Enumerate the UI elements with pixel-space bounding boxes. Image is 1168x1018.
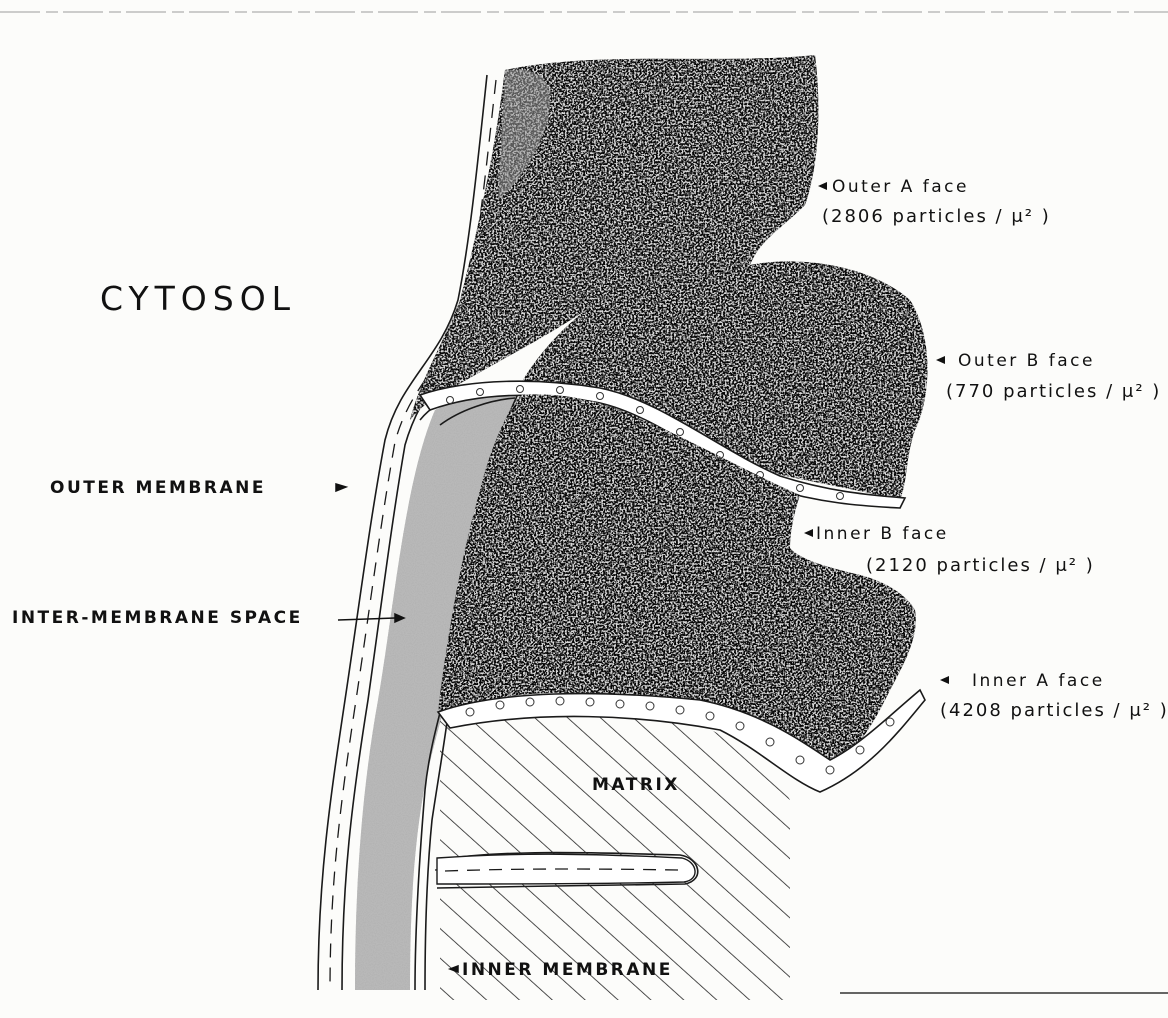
face-label-outer-a: Outer A face (2806 particles / μ² ) <box>818 177 1051 227</box>
face-label-outer-b: Outer B face (770 particles / μ² ) <box>936 351 1161 402</box>
matrix-label: MATRIX <box>592 775 680 795</box>
inner-a-face-count: (4208 particles / μ² ) <box>940 700 1168 721</box>
inner-a-face-name: Inner A face <box>972 671 1105 691</box>
outer-b-face-name: Outer B face <box>958 351 1095 371</box>
inter-membrane-arrow-line <box>338 618 395 620</box>
face-label-inner-b: Inner B face (2120 particles / μ² ) <box>804 524 1095 576</box>
cytosol-label: CYTOSOL <box>100 279 296 318</box>
outer-membrane-label: OUTER MEMBRANE <box>50 478 266 498</box>
inner-b-face-count: (2120 particles / μ² ) <box>866 555 1095 576</box>
outer-a-face-count: (2806 particles / μ² ) <box>822 206 1051 227</box>
outer-b-face-count: (770 particles / μ² ) <box>946 381 1161 402</box>
outer-a-face-name: Outer A face <box>832 177 969 197</box>
inner-membrane-label: INNER MEMBRANE <box>462 960 673 980</box>
inner-b-face-name: Inner B face <box>816 524 949 544</box>
outer-membrane-arrow <box>336 484 346 491</box>
face-label-inner-a: Inner A face (4208 particles / μ² ) <box>940 671 1168 721</box>
inter-membrane-space-label: INTER-MEMBRANE SPACE <box>12 608 303 628</box>
matrix-region <box>437 705 790 1000</box>
